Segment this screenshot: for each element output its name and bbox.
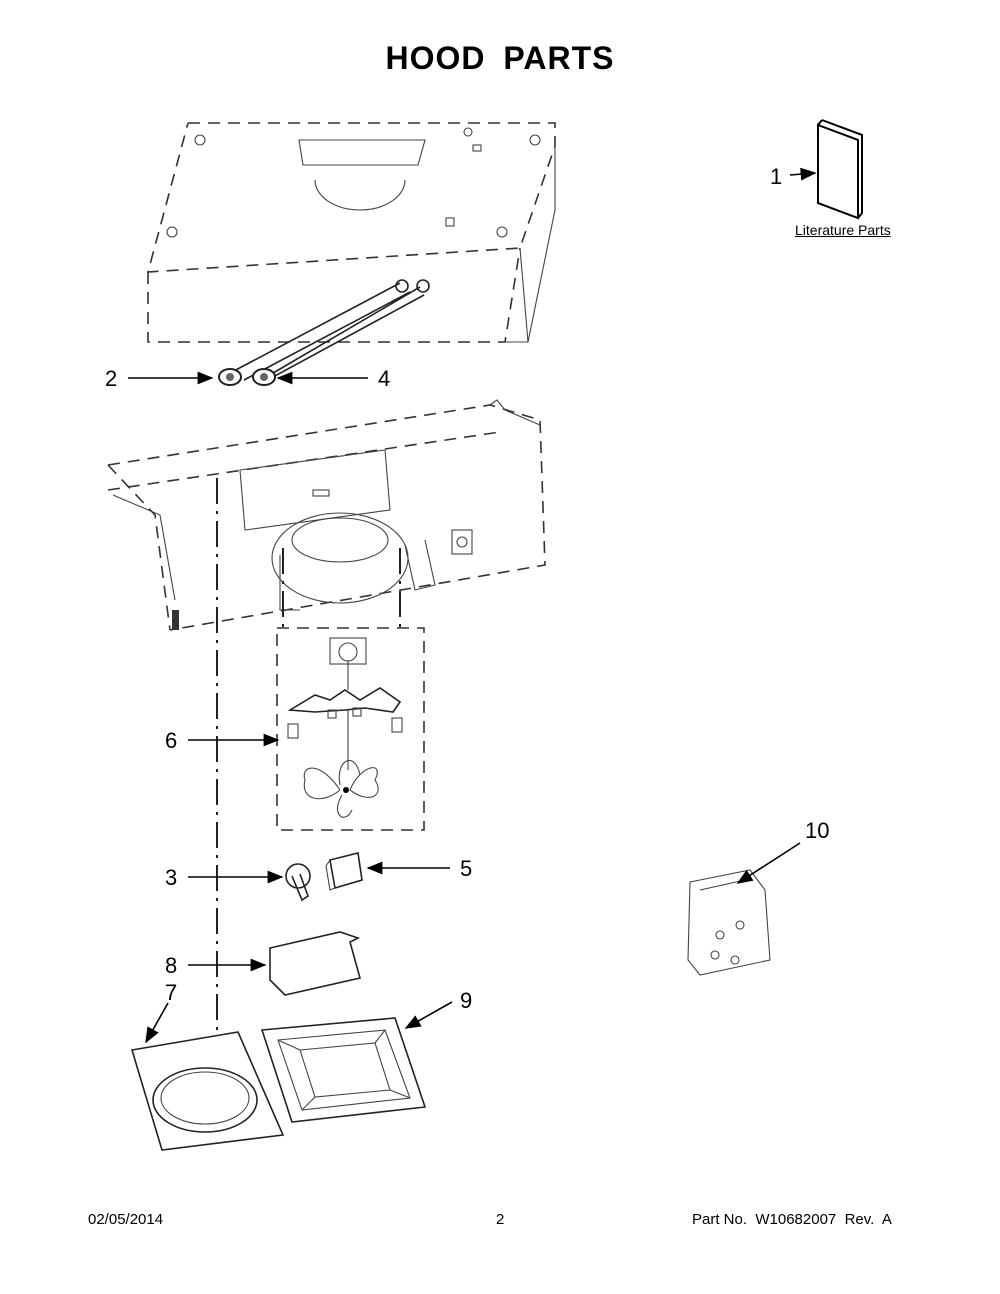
callout-3: 3 — [165, 865, 178, 890]
callout-5: 5 — [460, 856, 473, 881]
part-5-module — [325, 852, 363, 891]
part-8-cover — [269, 931, 361, 996]
footer-page-number: 2 — [496, 1211, 505, 1228]
knob-shafts — [218, 279, 430, 386]
callout-9: 9 — [460, 988, 473, 1013]
part-10-hardware-bag — [687, 869, 771, 976]
footer-date: 02/05/2014 — [88, 1211, 164, 1228]
part-3-knob — [285, 863, 311, 902]
callout-4: 4 — [378, 366, 391, 391]
callout-1: 1 — [770, 164, 783, 189]
callout-7: 7 — [165, 980, 178, 1005]
footer-part-number: Part No. W10682007 Rev. A — [692, 1211, 892, 1228]
part-1-literature — [817, 119, 863, 220]
part-9-filter — [260, 1017, 427, 1123]
motor-assembly — [276, 627, 425, 831]
callout-6: 6 — [165, 728, 178, 753]
literature-parts-label: Literature Parts — [795, 222, 891, 238]
part-7-plate — [130, 1031, 285, 1151]
hood-body — [107, 399, 546, 631]
page-title: HOOD PARTS — [385, 40, 615, 76]
callout-8: 8 — [165, 953, 178, 978]
callout-2: 2 — [105, 366, 118, 391]
callout-10: 10 — [805, 818, 830, 843]
